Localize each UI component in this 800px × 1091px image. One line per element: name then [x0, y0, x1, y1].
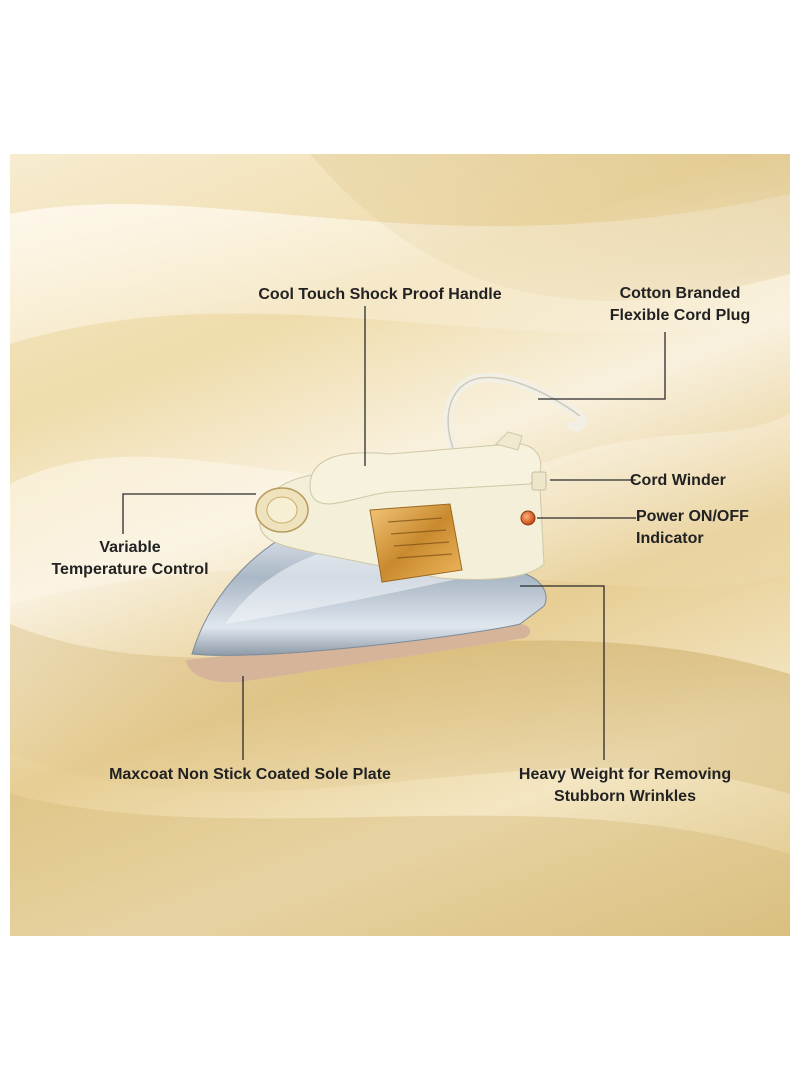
callout-cord-winder: Cord Winder — [630, 472, 726, 489]
iron-illustration — [186, 372, 587, 683]
weight-leader-line — [520, 585, 605, 760]
leader-lines — [122, 306, 666, 760]
callout-temperature-control: Variable Temperature Control — [51, 539, 209, 578]
temperature-leader-line — [122, 493, 256, 534]
callout-sole-plate: Maxcoat Non Stick Coated Sole Plate — [109, 766, 391, 783]
callout-cord-plug: Cotton Branded Flexible Cord Plug — [609, 285, 751, 324]
cord-leader-line — [538, 332, 666, 400]
satin-background — [10, 154, 790, 936]
callout-heavy-weight: Heavy Weight for Removing Stubborn Wrink… — [518, 766, 732, 805]
callout-power-indicator: Power ON/OFF Indicator — [636, 508, 749, 547]
callout-handle: Cool Touch Shock Proof Handle — [258, 286, 502, 303]
product-panel: Cool Touch Shock Proof Handle Cotton Bra… — [10, 154, 790, 936]
